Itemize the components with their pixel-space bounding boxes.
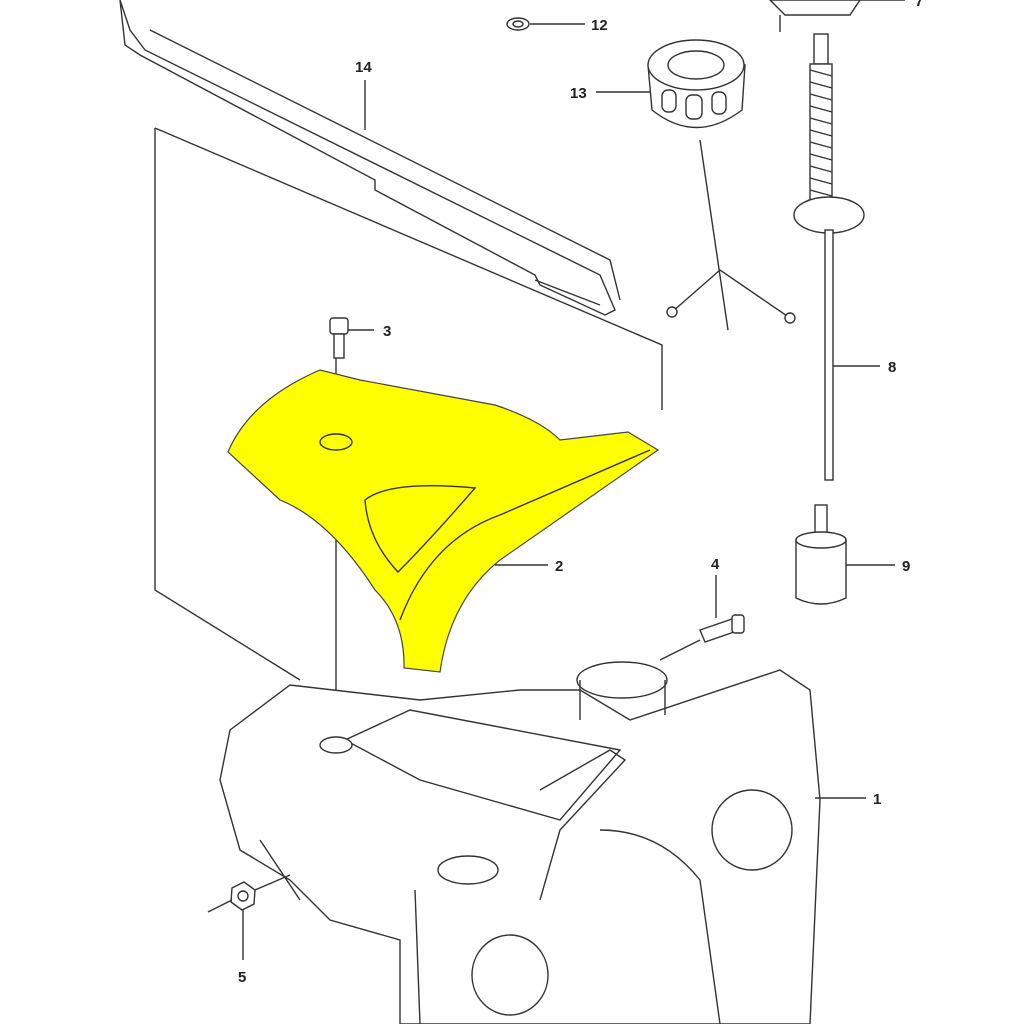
- part-14-tube[interactable]: [119, 0, 621, 316]
- callout-3: 3: [383, 323, 391, 340]
- callout-4: 4: [711, 556, 720, 573]
- callout-8: 8: [888, 359, 896, 376]
- part-12-clamp[interactable]: [506, 17, 530, 31]
- part-2-cover-highlighted[interactable]: [227, 369, 660, 673]
- part-13-fuel-cap[interactable]: [647, 39, 796, 331]
- part-3-screw[interactable]: [329, 317, 349, 359]
- part-9-fuel-filter[interactable]: [795, 504, 847, 605]
- part-8-fuel-hose[interactable]: [793, 33, 865, 481]
- part-1-crankcase[interactable]: [219, 661, 821, 1024]
- callout-2: 2: [555, 558, 563, 575]
- part-7[interactable]: [769, 0, 861, 32]
- callout-1: 1: [873, 791, 881, 808]
- callout-12: 12: [591, 17, 608, 34]
- callout-5: 5: [238, 969, 246, 986]
- callout-leaders: [242, 0, 905, 960]
- callout-14: 14: [355, 59, 372, 76]
- callout-9: 9: [902, 558, 910, 575]
- part-4-screw[interactable]: [659, 614, 745, 661]
- part-5-nut[interactable]: [207, 874, 291, 913]
- callout-13: 13: [570, 85, 587, 102]
- callout-7: 7: [915, 0, 923, 10]
